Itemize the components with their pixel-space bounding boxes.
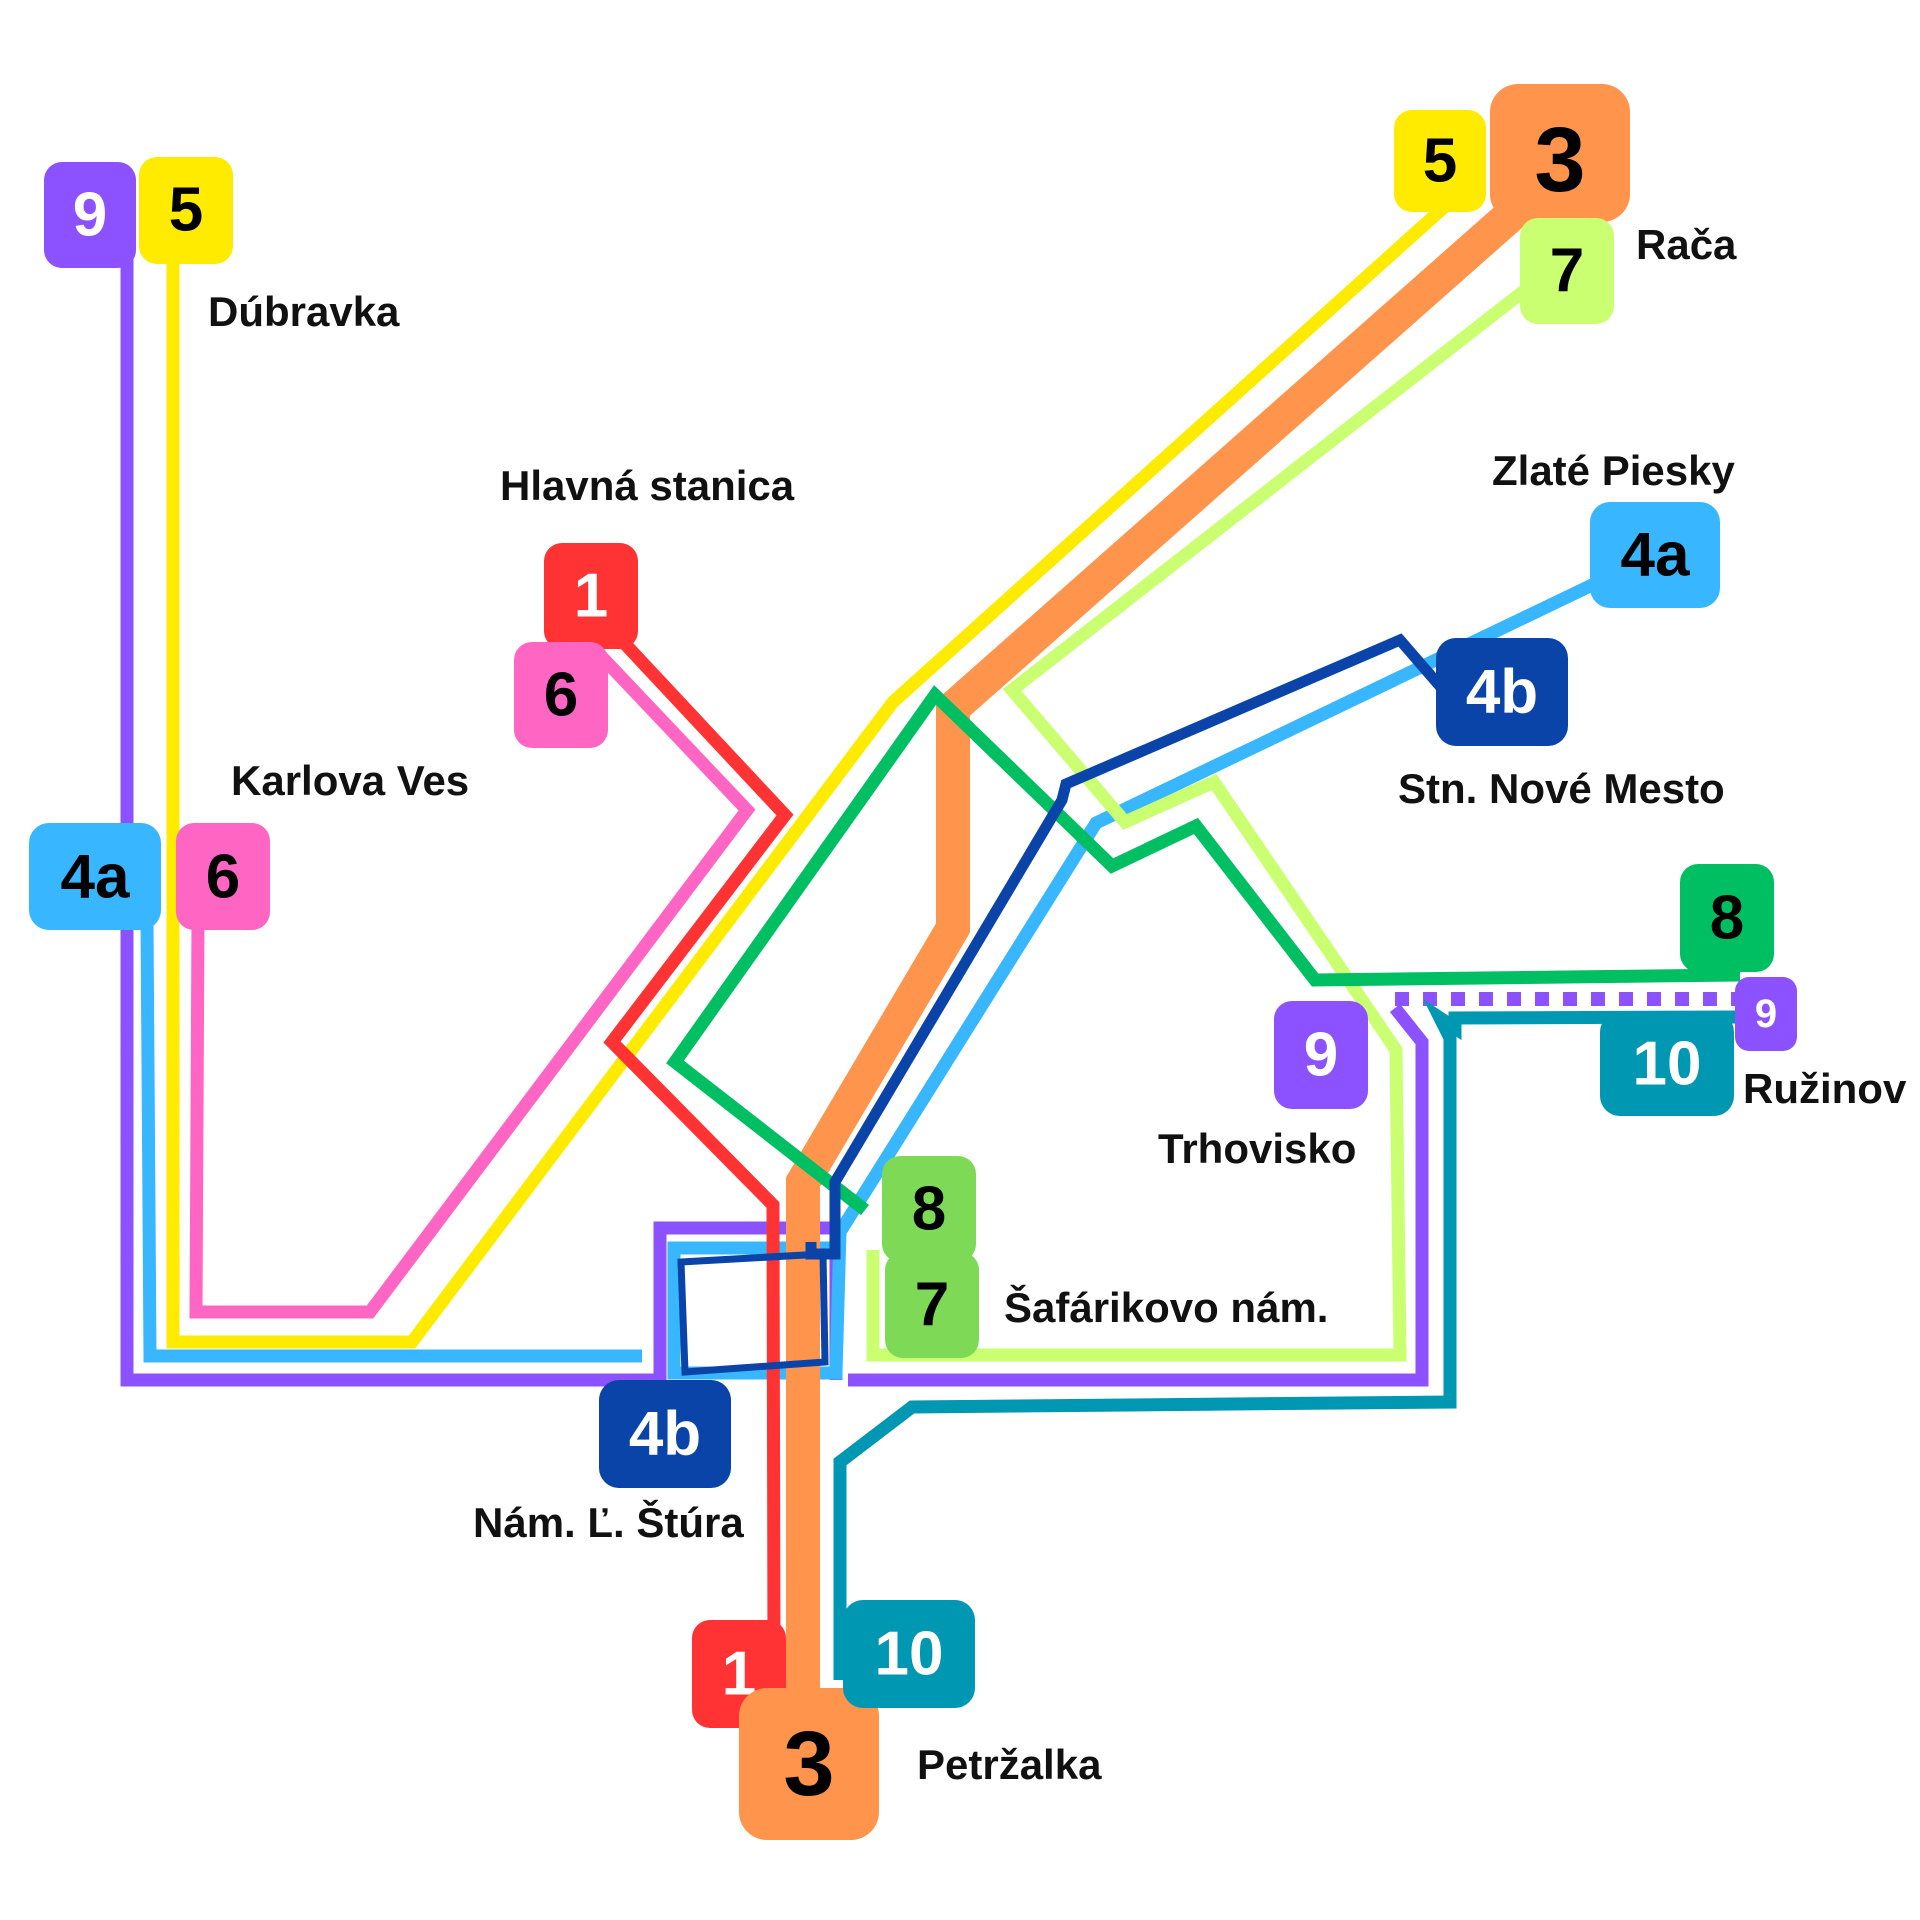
svg-text:3: 3: [1534, 109, 1585, 211]
line-4a-route-north: [667, 556, 1643, 1380]
badge-line-10-ruzinov: 10: [1600, 1012, 1734, 1116]
svg-text:4a: 4a: [61, 843, 130, 912]
svg-text:10: 10: [1633, 1030, 1702, 1099]
badge-line-8-ruzinov: 8: [1680, 864, 1774, 972]
station-label-nam-stura: Nám. Ľ. Štúra: [473, 1498, 744, 1546]
line-5-route: [166, 195, 1457, 1349]
svg-text:7: 7: [1550, 237, 1584, 306]
station-label-hlavna-stanica: Hlavná stanica: [500, 462, 795, 509]
badge-line-4b-nam-stura: 4b: [599, 1380, 731, 1488]
badge-line-5-dubravka: 5: [139, 157, 233, 264]
line-6-route: [189, 650, 756, 1319]
station-label-ruzinov: Ružinov: [1743, 1065, 1907, 1112]
line-9-route-east: [848, 1003, 1429, 1387]
svg-text:4a: 4a: [1621, 521, 1690, 590]
route-lines: [120, 194, 1750, 1705]
badge-line-3-petrzalka: 3: [739, 1688, 879, 1840]
svg-text:6: 6: [544, 661, 578, 730]
line-10-route: [833, 999, 1741, 1680]
svg-text:4b: 4b: [629, 1400, 701, 1469]
svg-text:3: 3: [783, 1713, 834, 1815]
svg-text:9: 9: [1304, 1021, 1338, 1090]
svg-text:8: 8: [912, 1175, 946, 1244]
station-label-trhovisko: Trhovisko: [1158, 1125, 1356, 1172]
badge-line-8-safarikovo-nam: 8: [882, 1156, 976, 1262]
line-1-route: [603, 625, 794, 1653]
station-label-safarikovo-nam: Šafárikovo nám.: [1004, 1283, 1328, 1331]
svg-text:4b: 4b: [1466, 658, 1538, 727]
badge-line-9-ruzinov: 9: [1735, 977, 1797, 1051]
svg-text:5: 5: [169, 176, 203, 245]
svg-text:9: 9: [73, 181, 107, 250]
badge-line-9-trhovisko: 9: [1274, 1001, 1368, 1109]
station-label-karlova-ves: Karlova Ves: [231, 757, 469, 804]
badge-line-4b-stn-nove-mesto: 4b: [1436, 638, 1568, 746]
line-3-route: [786, 194, 1532, 1705]
svg-text:5: 5: [1423, 127, 1457, 196]
badge-line-7-raca: 7: [1520, 218, 1614, 324]
badge-line-10-petrzalka: 10: [843, 1600, 975, 1708]
station-label-dubravka: Dúbravka: [208, 288, 400, 335]
line-4b-loop: [677, 1250, 829, 1376]
station-labels: Dúbravka Hlavná stanica Karlova Ves Rača…: [208, 221, 1907, 1788]
svg-text:6: 6: [206, 843, 240, 912]
station-label-raca: Rača: [1636, 221, 1737, 268]
line-8-route: [666, 685, 1741, 1216]
badge-line-4a-karlova-ves: 4a: [29, 823, 161, 930]
svg-text:1: 1: [574, 562, 608, 631]
station-label-petrzalka: Petržalka: [917, 1741, 1102, 1788]
svg-text:7: 7: [915, 1271, 949, 1340]
badge-line-5-raca: 5: [1394, 110, 1486, 212]
svg-text:8: 8: [1710, 884, 1744, 953]
line-4a-route: [140, 919, 642, 1363]
svg-text:9: 9: [1755, 992, 1777, 1036]
badge-line-9-dubravka: 9: [44, 162, 136, 268]
station-label-stn-nove-mesto: Stn. Nové Mesto: [1398, 765, 1725, 812]
svg-text:10: 10: [875, 1620, 944, 1689]
badge-line-6-hlavna-stanica: 6: [514, 642, 608, 748]
badge-line-1-hlavna-stanica: 1: [544, 543, 638, 649]
badge-line-6-karlova-ves: 6: [176, 823, 270, 930]
badge-line-3-raca: 3: [1490, 84, 1630, 222]
badge-line-7-safarikovo-nam: 7: [885, 1252, 979, 1358]
line-badges: 9 5 5 3 7 1 6 4a: [29, 84, 1797, 1840]
station-label-zlate-piesky: Zlaté Piesky: [1492, 447, 1735, 494]
badge-line-4a-zlate-piesky: 4a: [1590, 502, 1720, 608]
